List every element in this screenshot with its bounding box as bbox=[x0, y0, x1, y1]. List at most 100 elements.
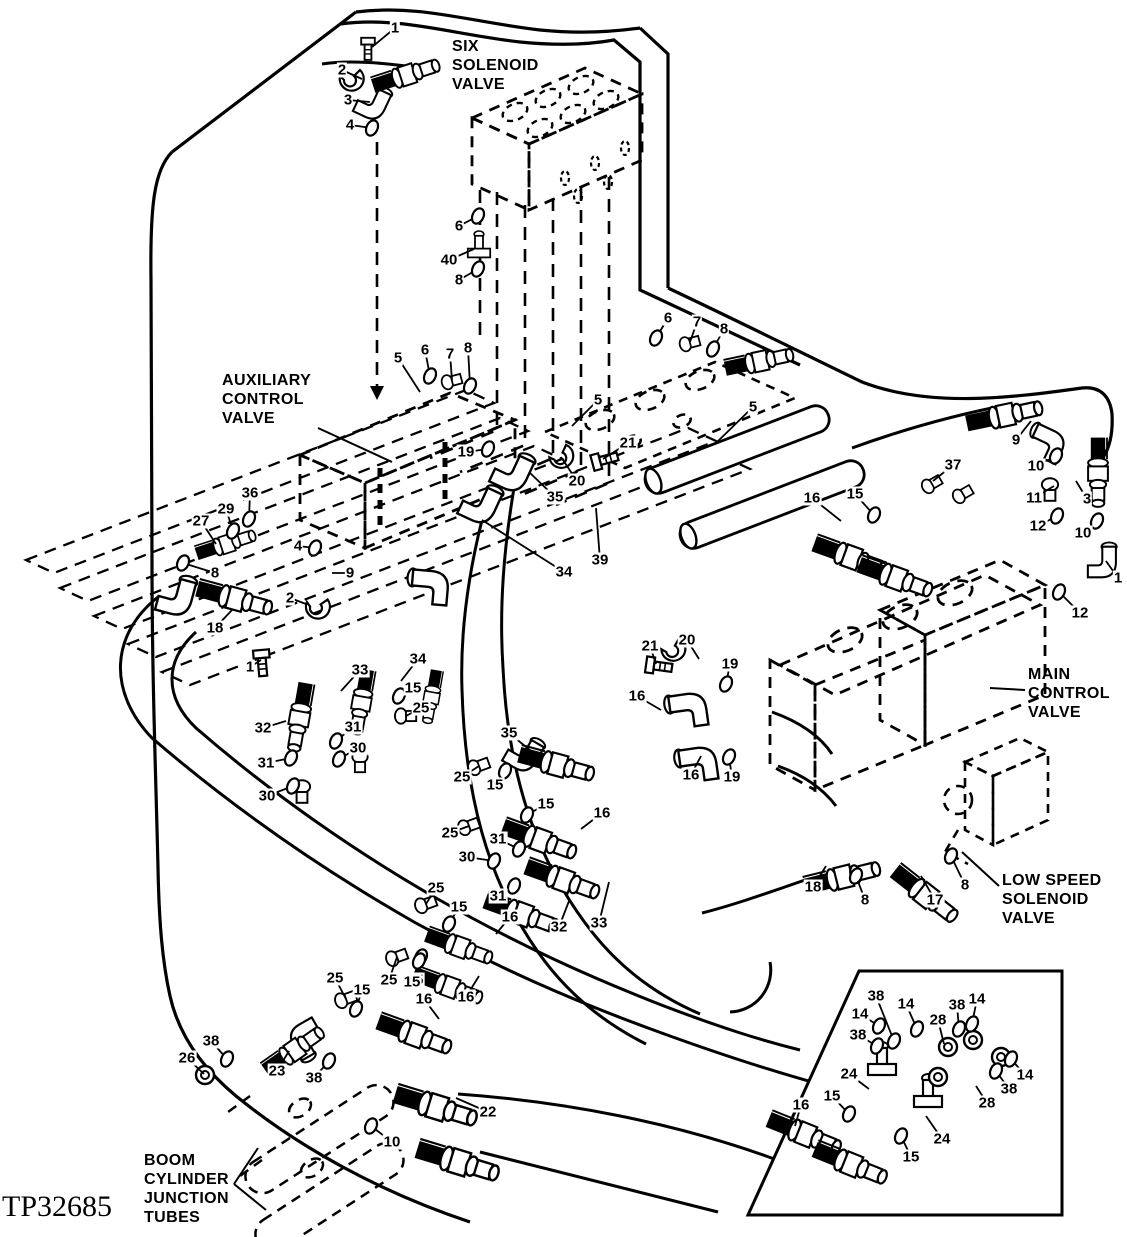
oring-part bbox=[328, 732, 344, 750]
oring-part bbox=[506, 877, 522, 895]
oring-part bbox=[441, 915, 457, 933]
plug-fitting bbox=[351, 750, 369, 774]
plug-fitting bbox=[394, 707, 418, 725]
elbow-fitting bbox=[153, 568, 200, 620]
boom-junction-tubes bbox=[227, 1083, 405, 1237]
component-label-leaders bbox=[233, 427, 1026, 1211]
callout-leader bbox=[811, 497, 842, 522]
plug-fitting bbox=[677, 332, 703, 354]
oring-part bbox=[988, 1062, 1004, 1080]
oring-part bbox=[848, 867, 864, 885]
oring-part bbox=[364, 119, 380, 137]
elbow-fitting bbox=[661, 689, 710, 732]
callout-leader bbox=[932, 464, 954, 482]
elbow-fitting bbox=[404, 566, 451, 607]
oring-part bbox=[225, 522, 241, 540]
inset-detail-box bbox=[729, 961, 1064, 1217]
hydraulic-fitting bbox=[282, 680, 317, 755]
bolt-part bbox=[360, 36, 376, 61]
hydraulic-fitting bbox=[373, 1010, 456, 1060]
oring-part bbox=[648, 329, 664, 347]
low-speed-solenoid-valve-block bbox=[942, 736, 1052, 866]
oring-part bbox=[285, 777, 301, 795]
machine-outline bbox=[149, 8, 1114, 1224]
oring-part bbox=[321, 1052, 337, 1070]
elbow-fitting bbox=[1086, 541, 1118, 579]
oring-part bbox=[893, 1127, 909, 1145]
callout-leader bbox=[686, 639, 700, 660]
callout-leader bbox=[214, 609, 233, 629]
oring-part bbox=[307, 539, 323, 557]
hydraulic-fitting bbox=[722, 343, 797, 380]
hydraulic-fitting bbox=[412, 964, 487, 1009]
callout-leader bbox=[580, 812, 603, 830]
hydraulic-fitting bbox=[515, 742, 598, 787]
oring-part bbox=[331, 750, 347, 768]
hydraulic-fitting bbox=[1087, 436, 1109, 508]
callout-leader bbox=[423, 998, 440, 1020]
nut-part bbox=[962, 1029, 984, 1051]
oring-part bbox=[486, 852, 502, 870]
oring-part bbox=[869, 1037, 885, 1055]
callout-leader bbox=[262, 720, 287, 729]
callout-leader bbox=[200, 520, 217, 545]
oring-part bbox=[1003, 1050, 1019, 1068]
oring-part bbox=[480, 440, 496, 458]
hydraulic-fitting bbox=[422, 924, 497, 969]
callout-leader bbox=[715, 406, 754, 444]
hydraulic-fitting bbox=[369, 54, 444, 97]
callout-leader bbox=[481, 519, 565, 573]
oring-part bbox=[422, 367, 438, 385]
flow-arrowhead bbox=[370, 386, 384, 400]
oring-part bbox=[219, 1050, 235, 1068]
hydraulic-fitting bbox=[390, 1081, 481, 1132]
nut-part bbox=[927, 1066, 949, 1088]
hydraulic-fitting bbox=[521, 855, 604, 905]
callout-leader bbox=[1075, 480, 1088, 500]
junction-tube-39b bbox=[678, 459, 866, 550]
callout-leader bbox=[598, 881, 610, 924]
oring-part bbox=[871, 1017, 887, 1035]
oring-part bbox=[363, 1117, 379, 1135]
oring-part bbox=[943, 847, 959, 865]
oring-part bbox=[241, 510, 257, 528]
callout-leader bbox=[1015, 420, 1032, 441]
tee-fitting bbox=[466, 230, 492, 259]
oring-part bbox=[1051, 583, 1067, 601]
oring-part bbox=[841, 1105, 857, 1123]
plug-fitting bbox=[412, 892, 440, 916]
junction-tube-39a bbox=[643, 404, 831, 495]
oring-part bbox=[886, 1032, 902, 1050]
oring-part bbox=[519, 806, 535, 824]
oring-part bbox=[1089, 512, 1105, 530]
oring-part bbox=[718, 675, 734, 693]
callout-leader bbox=[875, 995, 895, 1042]
oring-part bbox=[721, 748, 737, 766]
oring-part bbox=[391, 687, 407, 705]
oring-part bbox=[951, 1020, 967, 1038]
oring-part bbox=[470, 260, 486, 278]
six-solenoid-valve-block bbox=[468, 66, 646, 213]
plug-fitting bbox=[949, 482, 976, 507]
callout-leader bbox=[595, 507, 601, 561]
callout-leader bbox=[347, 99, 371, 103]
auxiliary-control-valve-block bbox=[296, 391, 519, 551]
callout-leader bbox=[340, 669, 361, 692]
oring-part bbox=[283, 749, 299, 767]
hydraulic-fitting bbox=[412, 1136, 503, 1187]
oring-part bbox=[705, 340, 721, 358]
oring-part bbox=[175, 554, 191, 572]
callout-leader bbox=[636, 695, 662, 711]
oring-part bbox=[1048, 447, 1064, 465]
hydraulic-fitting bbox=[854, 553, 937, 603]
callout-leader bbox=[495, 916, 511, 935]
hydraulic-fitting bbox=[886, 861, 964, 929]
plug-fitting bbox=[1040, 477, 1060, 502]
oring-part bbox=[964, 1015, 980, 1033]
oring-part bbox=[511, 840, 527, 858]
oring-part bbox=[348, 1000, 364, 1018]
hydraulic-fitting bbox=[498, 815, 581, 865]
nut-part bbox=[937, 1036, 959, 1058]
